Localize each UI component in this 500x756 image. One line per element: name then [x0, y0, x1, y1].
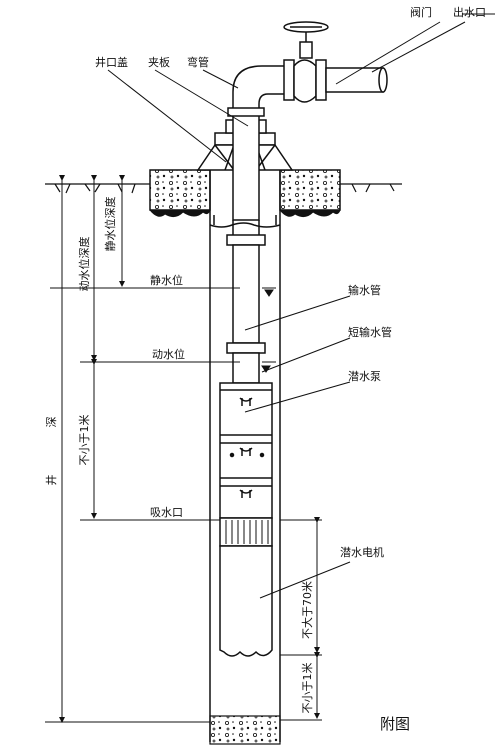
label-pump: 潜水泵: [348, 369, 381, 383]
submersible-pump: [219, 382, 273, 519]
delivery-pipe: [226, 220, 266, 384]
label-outlet: 出水口: [453, 5, 486, 19]
label-well-depth-1: 井: [44, 475, 58, 486]
riser-pipe-top: [232, 107, 260, 221]
label-well-cap: 井口盖: [95, 55, 128, 69]
label-well-depth-2: 深: [45, 417, 58, 428]
inlet-screen: [219, 517, 273, 547]
label-max-70m: 不大于70米: [300, 581, 314, 639]
label-short-pipe: 短输水管: [348, 325, 392, 339]
concrete-pad-left: [149, 169, 211, 218]
label-delivery-pipe: 输水管: [348, 283, 381, 297]
label-dynamic-level: 动水位: [152, 347, 185, 361]
label-dynamic-depth: 动水位深度: [77, 237, 91, 292]
label-min-1m-upper: 不小于1米: [78, 415, 91, 466]
static-water-level: [50, 287, 276, 297]
submersible-motor: [219, 545, 273, 657]
label-inlet: 吸水口: [150, 506, 183, 519]
gate-valve: [283, 21, 329, 103]
dimension-lines-right: [280, 517, 322, 721]
leader-lines: [107, 13, 495, 599]
figure-caption: 附图: [380, 715, 410, 733]
label-static-depth: 静水位深度: [103, 197, 117, 252]
ground-surface: [45, 183, 402, 194]
label-elbow: 弯管: [187, 55, 209, 69]
outlet-pipe: [325, 67, 388, 93]
dynamic-water-level: [80, 361, 276, 373]
concrete-pad-right: [279, 169, 341, 218]
elbow-pipe: [227, 65, 291, 117]
label-min-1m-lower: 不小于1米: [301, 663, 314, 714]
well-bottom-gravel: [209, 715, 281, 745]
dimension-lines-left: [45, 175, 220, 723]
label-motor: 潜水电机: [340, 545, 384, 559]
label-valve: 阀门: [410, 5, 432, 19]
label-static-level: 静水位: [150, 273, 183, 287]
label-clamp: 夹板: [148, 55, 170, 69]
well-casing: [209, 170, 281, 742]
